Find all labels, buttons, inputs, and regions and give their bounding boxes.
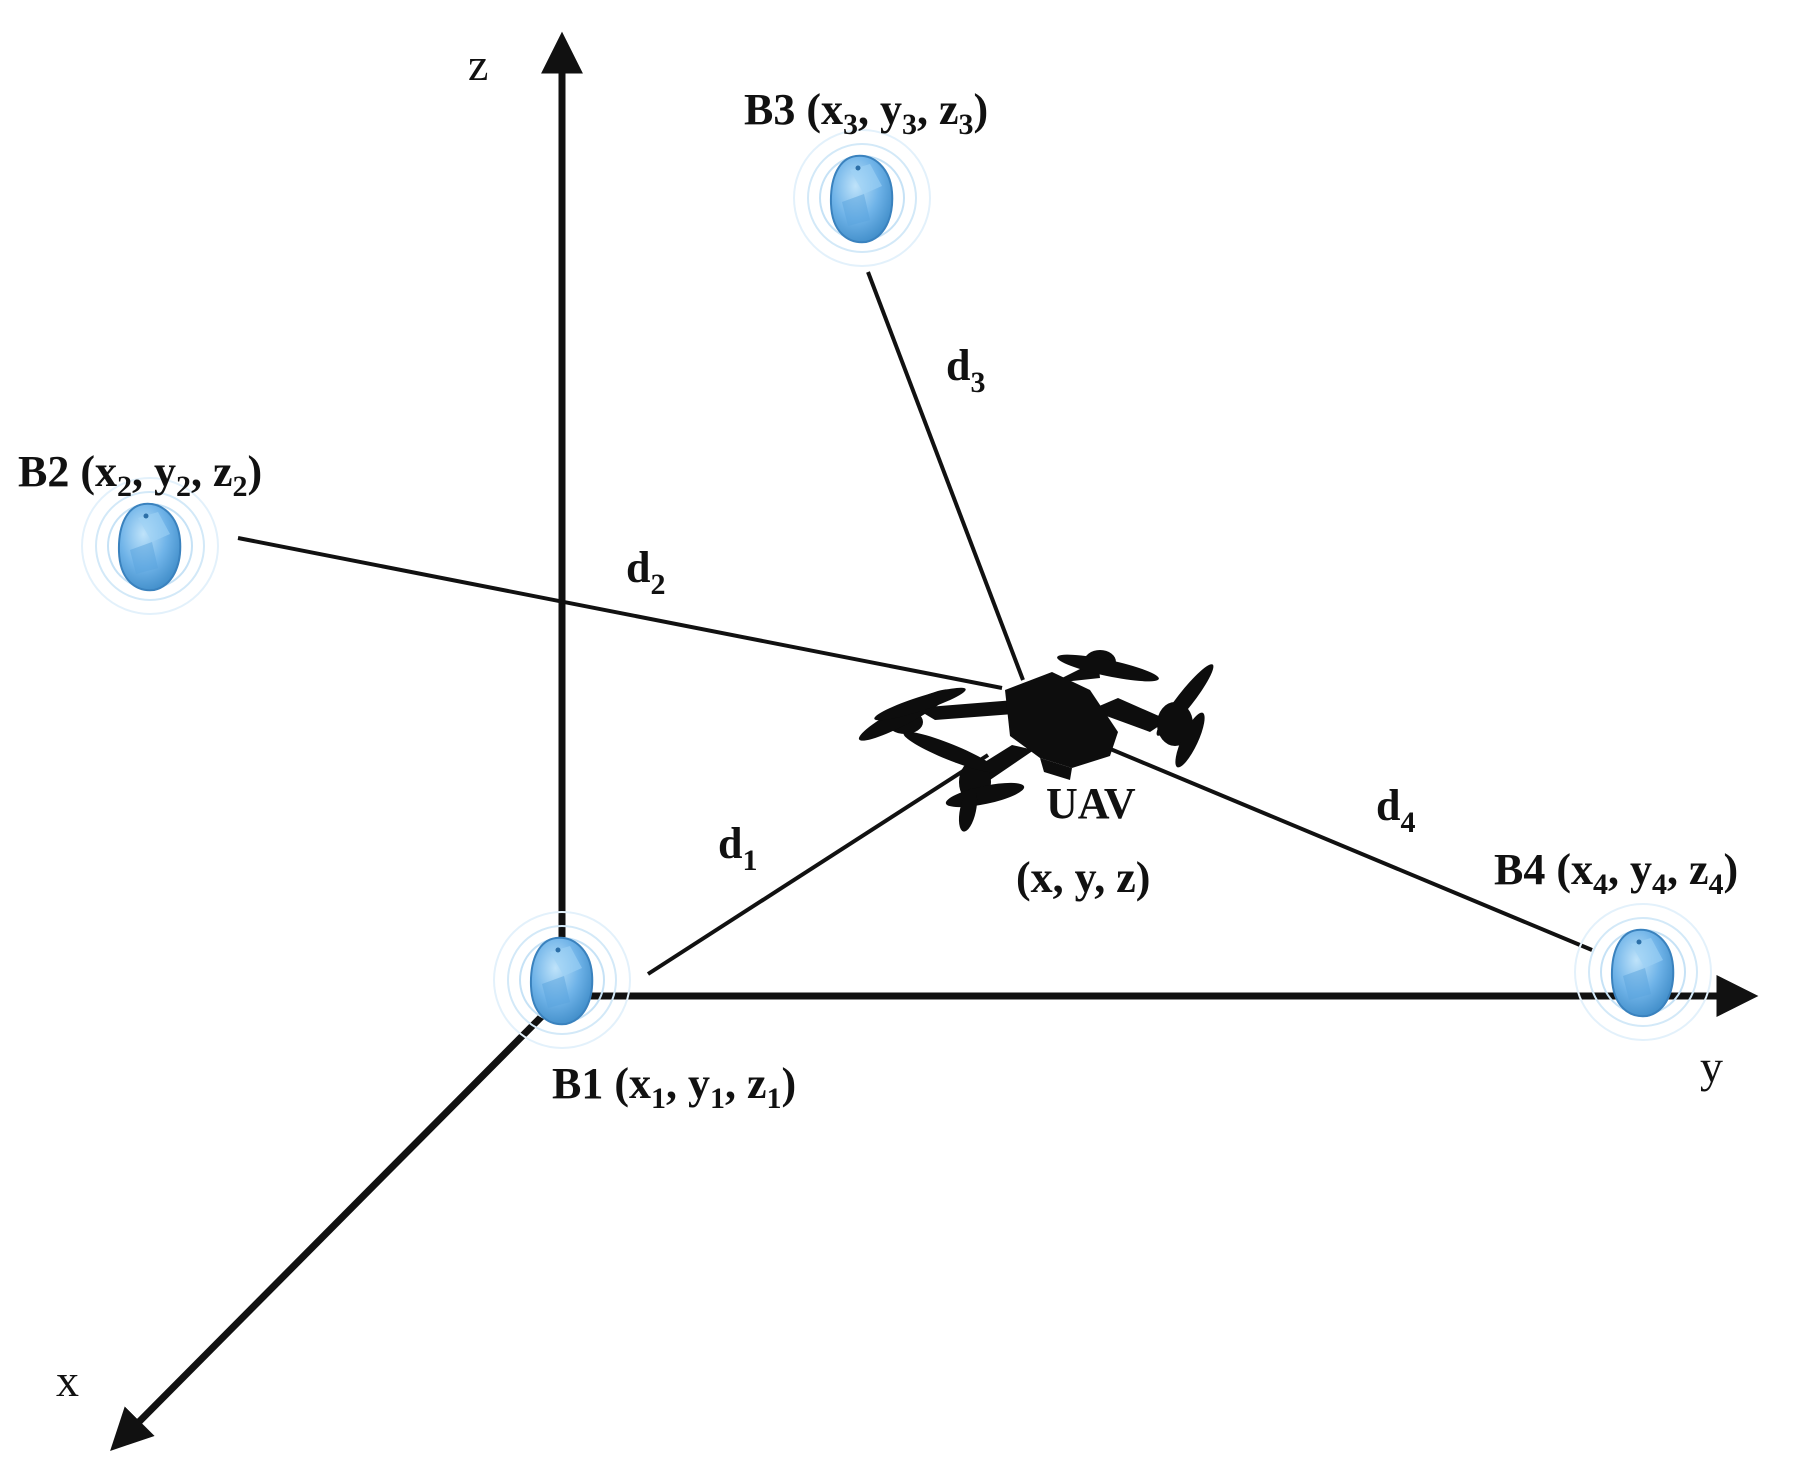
beacon-b2-icon xyxy=(81,477,219,615)
distance-label-d4: d4 xyxy=(1376,781,1415,839)
distance-line-d2 xyxy=(237,536,1003,690)
z-axis-label: z xyxy=(468,39,488,90)
y-axis-label: y xyxy=(1700,1041,1723,1092)
distance-line-d4 xyxy=(1107,746,1593,952)
beacon-b4-icon xyxy=(1574,903,1712,1041)
beacon-b3-icon xyxy=(793,129,931,267)
beacon-b3-label: B3 (x3, y3, z3) xyxy=(744,85,988,141)
distance-label-d2: d2 xyxy=(626,543,665,601)
x-axis xyxy=(110,993,565,1451)
distance-line-d1 xyxy=(646,753,990,976)
beacon-b1-label: B1 (x1, y1, z1) xyxy=(552,1059,796,1115)
uav-name-label: UAV xyxy=(1046,779,1136,828)
distance-label-d3: d3 xyxy=(946,341,985,399)
beacon-b4-label: B4 (x4, y4, z4) xyxy=(1494,845,1738,901)
uav-coords-label: (x, y, z) xyxy=(1016,853,1150,902)
distance-label-d1: d1 xyxy=(718,819,757,877)
x-axis-label: x xyxy=(56,1355,79,1406)
beacon-b2-label: B2 (x2, y2, z2) xyxy=(18,447,262,503)
distance-line-d3 xyxy=(866,271,1025,681)
uav-drone-icon xyxy=(858,650,1214,832)
